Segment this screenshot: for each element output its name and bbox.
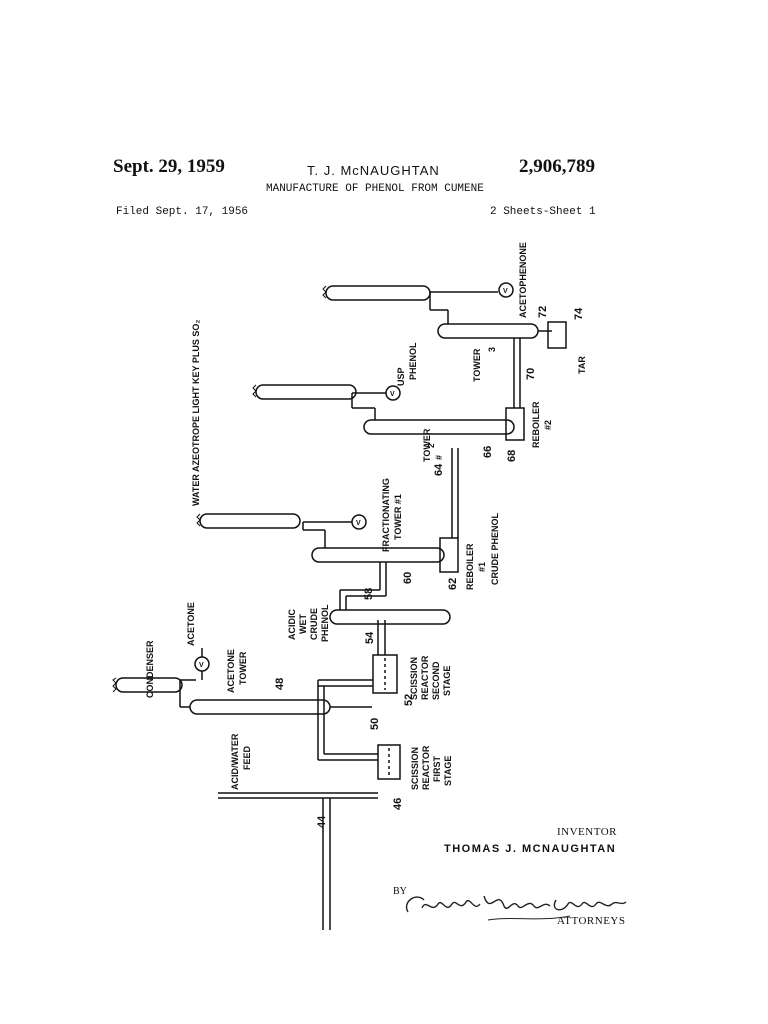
ref-62: 62 <box>447 578 459 590</box>
sheet-count: 2 Sheets-Sheet 1 <box>490 206 596 218</box>
tower2-label-1: TOWER <box>422 428 432 462</box>
ref-58: 58 <box>363 588 375 600</box>
reboiler2-label-1: REBOILER <box>531 401 541 448</box>
acidic-label-3: CRUDE <box>309 608 319 640</box>
acidic-crude-phenol-vessel <box>329 609 451 625</box>
acetophenone-label: ACETOPHENONE <box>518 242 528 318</box>
tower3-label-2: 3 <box>487 347 497 352</box>
tower2-label-2: # <box>434 455 444 460</box>
ref-72: 72 <box>537 306 549 318</box>
scission-second-label-3: SECOND <box>431 661 441 700</box>
patent-title: MANUFACTURE OF PHENOL FROM CUMENE <box>266 183 484 195</box>
line-50 <box>317 679 378 761</box>
ref-44: 44 <box>316 815 328 828</box>
ref-52: 52 <box>403 694 415 706</box>
condenser <box>115 677 183 693</box>
feed-line-44 <box>218 792 378 930</box>
tower3-overhead-outlet <box>325 285 431 301</box>
tower2-overhead-outlet <box>255 384 357 400</box>
ref-50: 50 <box>369 718 381 730</box>
acetone-label: ACETONE <box>186 602 196 646</box>
inventor-label: INVENTOR <box>557 826 618 838</box>
ref-46: 46 <box>392 798 404 810</box>
ref-74: 74 <box>573 307 585 320</box>
tower3-label-1: TOWER <box>472 348 482 382</box>
condenser-label: CONDENSER <box>145 640 155 698</box>
tower-3 <box>437 323 539 339</box>
attorney-signature <box>405 895 627 921</box>
filed-date: Filed Sept. 17, 1956 <box>116 206 249 218</box>
ref-68: 68 <box>506 450 518 462</box>
acidic-label-2: WET <box>298 614 308 634</box>
inventor-name: THOMAS J. MCNAUGHTAN <box>444 843 617 855</box>
scission-second-label-1: SCISSION <box>409 657 419 700</box>
ref-60: 60 <box>402 572 414 584</box>
scission-first-label-4: STAGE <box>443 756 453 786</box>
scission-first-label-1: SCISSION <box>410 747 420 790</box>
ref-48: 48 <box>274 678 286 690</box>
water-azeotrope-label: WATER AZEOTROPE LIGHT KEY PLUS SO₂ <box>191 320 201 506</box>
ref-64: 64 <box>433 463 445 476</box>
reboiler1-label-1: REBOILER <box>465 543 475 590</box>
by-label: BY <box>393 886 407 897</box>
fractionating-tower-1 <box>311 547 445 563</box>
reboiler-2 <box>505 407 525 441</box>
scission-second-label-4: STAGE <box>442 666 452 696</box>
acid-water-feed-label-1: ACID/WATER <box>230 733 240 790</box>
valve-label-acetone: V <box>199 662 204 669</box>
tar-label: TAR <box>577 356 587 374</box>
attorneys-label: ATTORNEYS <box>557 915 626 927</box>
patent-date: Sept. 29, 1959 <box>113 156 225 177</box>
acidic-label-1: ACIDIC <box>287 609 297 640</box>
acetone-tower <box>189 699 331 715</box>
reboiler-1 <box>439 537 459 573</box>
valve-label-tower1: V <box>356 520 361 527</box>
scission-first-label-3: FIRST <box>432 755 442 782</box>
tower1-valve <box>351 514 367 530</box>
tower2-label-sub: 2 <box>427 443 436 448</box>
crude-phenol-label: CRUDE PHENOL <box>490 512 500 585</box>
tar-vessel <box>547 321 567 349</box>
valve-label-usp: V <box>390 391 395 398</box>
usp-label-1: USP <box>396 367 406 386</box>
acidic-label-4: PHENOL <box>320 604 330 642</box>
reboiler2-label-2: #2 <box>543 420 553 430</box>
ref-66: 66 <box>482 446 494 458</box>
tower-2 <box>363 419 515 435</box>
scission-second-label-2: REACTOR <box>420 655 430 700</box>
scission-reactor-first-stage <box>377 744 401 780</box>
fractionating-label-1: FRACTIONATING <box>381 478 391 552</box>
usp-label-2: PHENOL <box>408 342 418 380</box>
ref-70: 70 <box>525 368 537 380</box>
acetone-tower-label-2: TOWER <box>238 651 248 685</box>
inventor-header: T. J. McNAUGHTAN <box>307 163 440 178</box>
scission-first-label-2: REACTOR <box>421 745 431 790</box>
usp-phenol-valve <box>385 385 401 401</box>
acetophenone-valve <box>498 282 514 298</box>
reboiler1-label-2: #1 <box>477 562 487 572</box>
acid-water-feed-label-2: FEED <box>242 745 252 770</box>
patent-number: 2,906,789 <box>519 156 595 177</box>
acetone-tower-label-1: ACETONE <box>226 649 236 693</box>
fractionating-label-2: TOWER #1 <box>393 494 403 540</box>
ref-54: 54 <box>364 631 376 644</box>
valve-label-acetophenone: V <box>503 288 508 295</box>
water-azeotrope-outlet <box>199 513 301 529</box>
